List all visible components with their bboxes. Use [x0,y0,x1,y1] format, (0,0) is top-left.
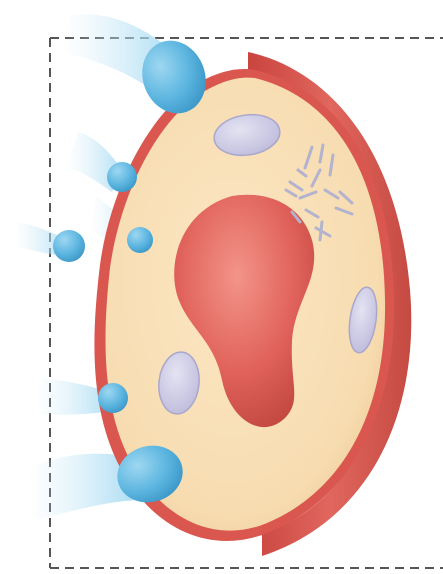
droplet-upper [107,162,137,192]
droplet-lower [98,383,128,413]
droplet-left [53,230,85,262]
droplet-mid [127,227,153,253]
